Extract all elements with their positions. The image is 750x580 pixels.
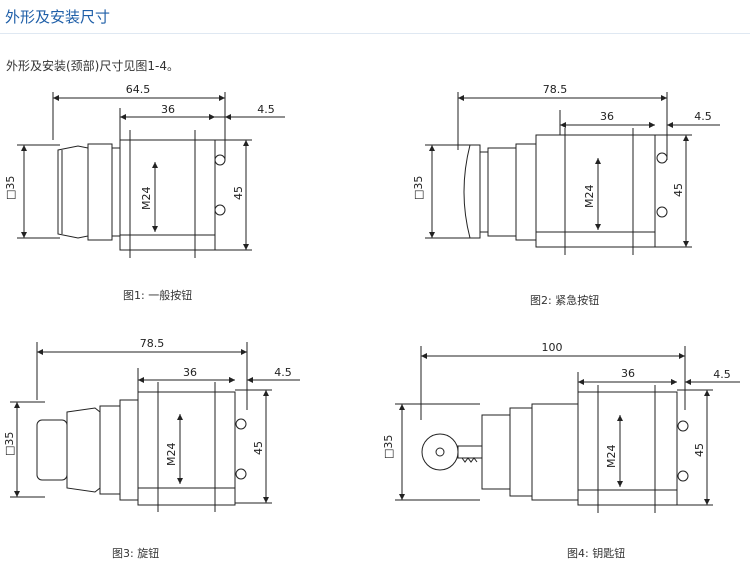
fig1-caption: 图1: 一般按钮	[123, 288, 192, 302]
fig2-dim-36: 36	[600, 110, 614, 123]
fig1-length-label: 64.5	[126, 83, 151, 96]
figure-4-drawing: 100 36 4.5 □35 45 M24 图4: 钥匙钮	[382, 341, 740, 560]
fig4-thread-label: M24	[605, 445, 618, 469]
fig1-dim-4-5: 4.5	[257, 103, 275, 116]
page-title: 外形及安装尺寸	[5, 8, 111, 26]
figure-2-drawing: 78.5 36 4.5 □35 45 M24 图2: 紧急按钮	[412, 83, 720, 307]
title-divider	[0, 33, 750, 34]
fig4-height-label: 45	[693, 443, 706, 457]
fig1-dim-36: 36	[161, 103, 175, 116]
fig3-caption: 图3: 旋钮	[112, 546, 159, 560]
fig3-dim-36: 36	[183, 366, 197, 379]
fig2-square-label: □35	[412, 176, 425, 200]
fig1-height-label: 45	[232, 186, 245, 200]
fig4-dim-36: 36	[621, 367, 635, 380]
fig2-height-label: 45	[672, 183, 685, 197]
intro-text: 外形及安装(颈部)尺寸见图1-4。	[6, 59, 179, 73]
fig3-dim-4-5: 4.5	[274, 366, 292, 379]
fig4-length-label: 100	[542, 341, 563, 354]
figure-1-drawing: 64.5 36 4.5 □35 45 M24 图1: 一般按钮	[4, 83, 285, 302]
fig2-length-label: 78.5	[543, 83, 568, 96]
fig3-thread-label: M24	[165, 443, 178, 467]
fig3-height-label: 45	[252, 441, 265, 455]
fig2-caption: 图2: 紧急按钮	[530, 293, 599, 307]
fig3-length-label: 78.5	[140, 337, 165, 350]
figure-3-drawing: 78.5 36 4.5 □35 45 M24 图3: 旋钮	[3, 337, 300, 560]
fig4-square-label: □35	[382, 435, 395, 459]
fig1-square-label: □35	[4, 176, 17, 200]
fig4-caption: 图4: 钥匙钮	[567, 546, 625, 560]
fig3-square-label: □35	[3, 432, 16, 456]
fig2-dim-4-5: 4.5	[694, 110, 712, 123]
fig2-thread-label: M24	[583, 185, 596, 209]
fig1-thread-label: M24	[140, 187, 153, 211]
fig4-dim-4-5: 4.5	[713, 368, 731, 381]
